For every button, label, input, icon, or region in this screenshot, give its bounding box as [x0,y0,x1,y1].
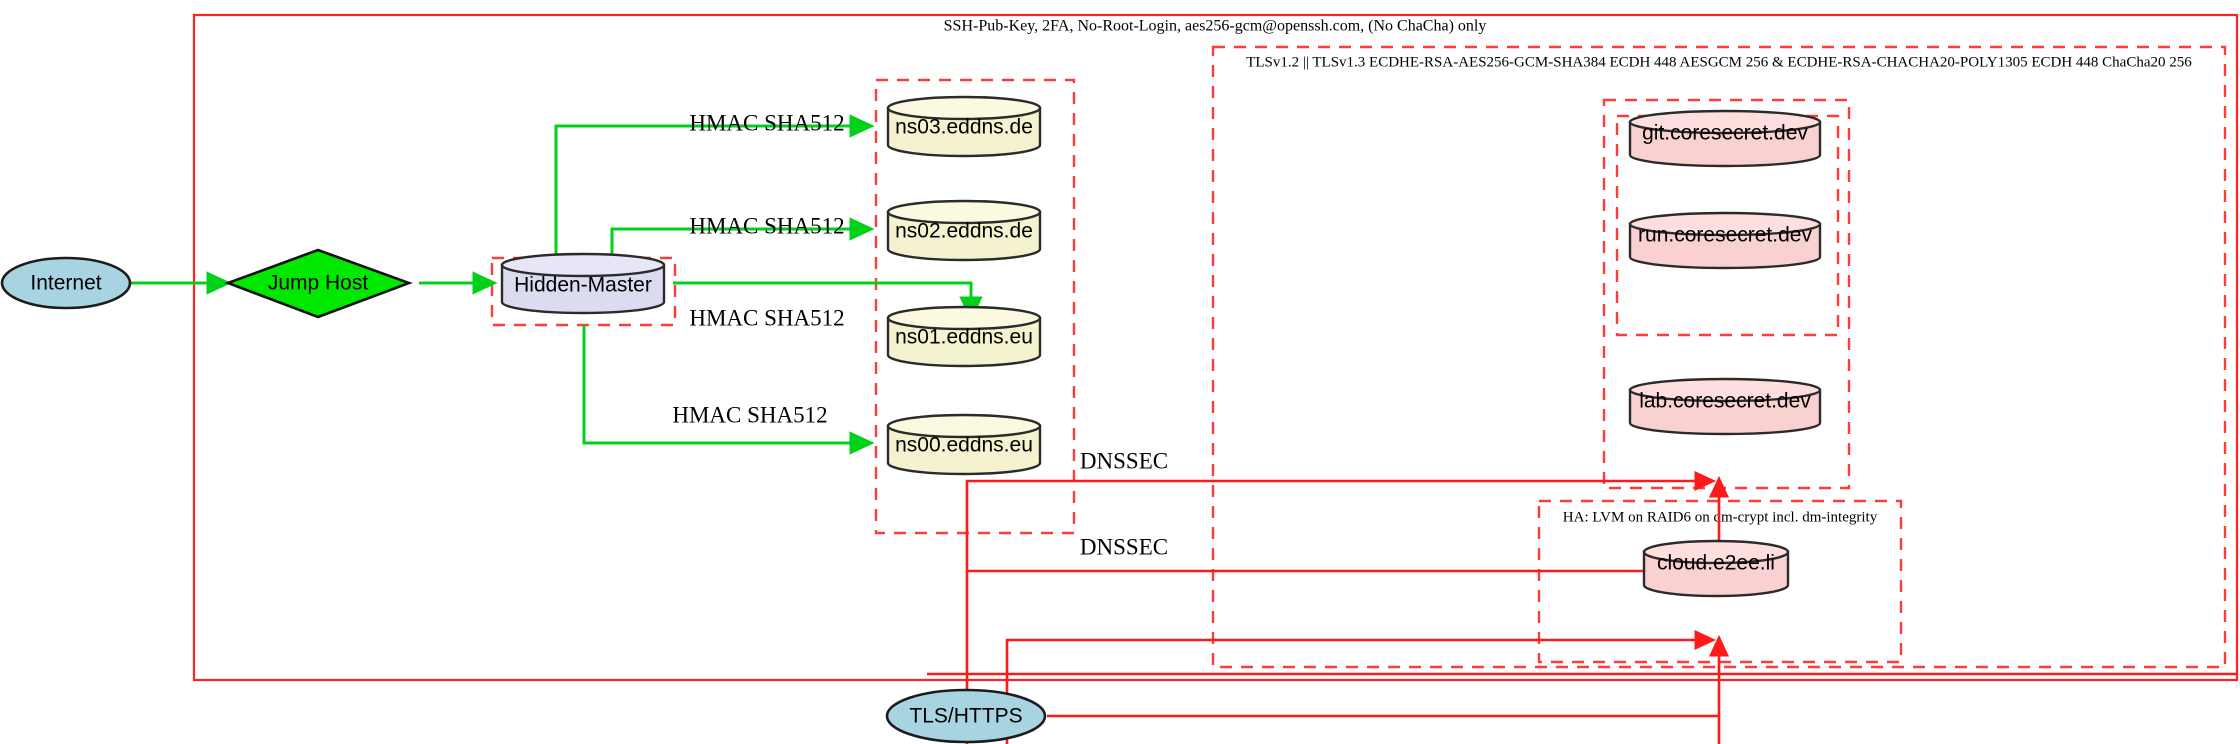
edge-label-hmac-ns01: HMAC SHA512 [689,305,844,330]
edge-label-dnssec-lower: DNSSEC [1080,534,1168,559]
edge-label-dnssec-upper: DNSSEC [1080,448,1168,473]
cluster-dns-servers [874,78,1076,535]
node-cloud-e2ee[interactable]: cloud.e2ee.li [1642,539,1790,598]
node-ns02-label: ns02.eddns.de [895,220,1033,243]
node-ns01-label: ns01.eddns.eu [895,326,1033,349]
node-jump-host-label: Jump Host [268,272,369,295]
node-internet-label: Internet [30,272,101,295]
node-ns01[interactable]: ns01.eddns.eu [886,305,1042,368]
node-git-coresecret-label: git.coresecret.dev [1642,122,1808,145]
edge-dnssec-lower [1005,629,1717,744]
node-hidden-master-label: Hidden-Master [514,274,652,297]
node-tls-https-label: TLS/HTTPS [909,705,1022,728]
cluster-ssh-outer [192,13,2239,682]
node-ns00[interactable]: ns00.eddns.eu [886,413,1042,476]
edge-master-to-ns03 [554,114,875,258]
node-internet[interactable]: Internet [0,256,132,310]
edge-label-hmac-ns02: HMAC SHA512 [689,213,844,238]
cluster-tls [1211,45,2227,669]
node-run-coresecret[interactable]: run.coresecret.dev [1628,211,1822,270]
cluster-ssh-outer-label: SSH-Pub-Key, 2FA, No-Root-Login, aes256-… [944,18,1487,35]
node-ns03-label: ns03.eddns.de [895,116,1033,139]
edge-master-to-ns00 [582,325,875,455]
node-ns03[interactable]: ns03.eddns.de [886,95,1042,158]
cluster-tls-label: TLSv1.2 || TLSv1.3 ECDHE-RSA-AES256-GCM-… [1246,54,2192,70]
node-ns02[interactable]: ns02.eddns.de [886,199,1042,262]
edge-label-hmac-ns03: HMAC SHA512 [689,110,844,135]
cluster-coresecret-outer [1602,98,1851,490]
edge-dnssec-upper [965,470,1717,744]
node-ns00-label: ns00.eddns.eu [895,434,1033,457]
node-git-coresecret[interactable]: git.coresecret.dev [1628,109,1822,168]
node-lab-coresecret[interactable]: lab.coresecret.dev [1628,377,1822,436]
node-cloud-e2ee-label: cloud.e2ee.li [1657,552,1775,575]
node-hidden-master[interactable]: Hidden-Master [500,252,666,315]
node-run-coresecret-label: run.coresecret.dev [1638,224,1812,247]
node-lab-coresecret-label: lab.coresecret.dev [1639,390,1811,413]
node-jump-host[interactable]: Jump Host [224,248,413,319]
edge-master-to-ns02 [610,217,875,258]
edge-label-hmac-ns00: HMAC SHA512 [672,402,827,427]
node-tls-https[interactable]: TLS/HTTPS [885,688,1047,744]
